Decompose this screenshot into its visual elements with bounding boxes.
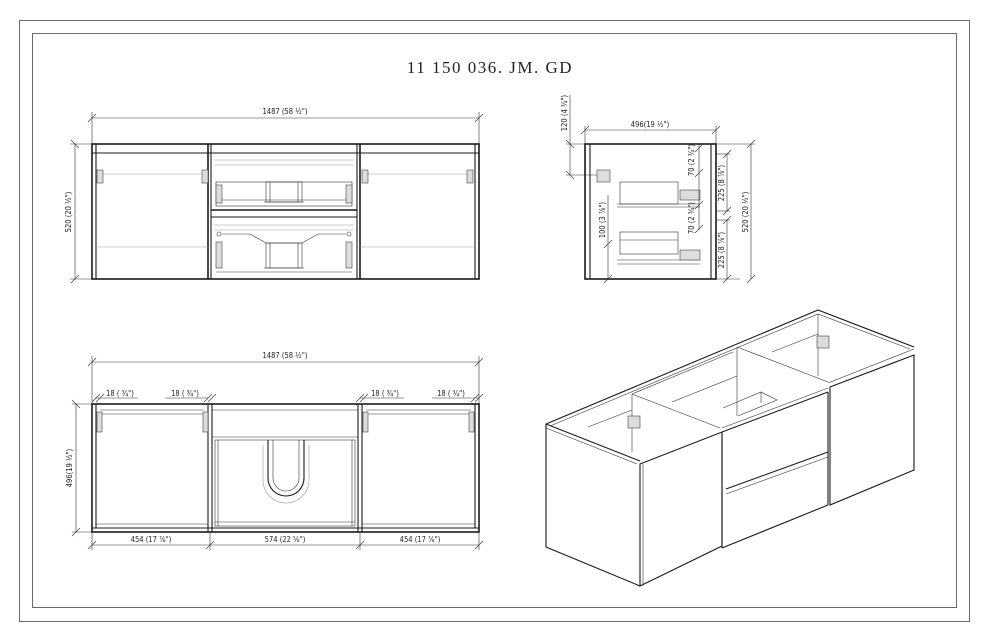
side-drawer-gap-top-dim: 70 (2 ¾") — [687, 144, 696, 176]
plan-section-dim-left: 454 (17 ⅞") — [131, 535, 172, 544]
plan-width-dim: 1487 (58 ½") — [263, 351, 308, 360]
sheet-inner-border — [32, 33, 957, 608]
drawing-title: 11 150 036. JM. GD — [406, 58, 574, 77]
side-drawer-gap-mid-dim: 70 (2 ¾") — [687, 202, 696, 234]
sheet-outer-border — [19, 20, 970, 622]
isometric-view — [545, 309, 915, 587]
plan-panel-dim-3: 18 ( ¾") — [371, 389, 399, 398]
front-view: 1487 (58 ½") 520 (20 ½") — [64, 107, 484, 284]
plan-panel-dim-2: 18 ( ¾") — [171, 389, 199, 398]
side-drawer-height-bottom-dim: 225 (8 ⅞") — [717, 231, 726, 268]
side-height-dim: 520 (20 ½") — [741, 191, 750, 232]
side-drawer-height-top-dim: 225 (8 ⅞") — [717, 164, 726, 201]
plan-view: 1487 (58 ½") 18 ( ¾") 18 ( ¾") 18 ( ¾") … — [65, 351, 484, 550]
plan-panel-dim-4: 18 ( ¾") — [437, 389, 465, 398]
side-depth-dim: 496(19 ½") — [631, 120, 670, 129]
side-top-offset-dim: 120 (4 ¾") — [560, 94, 569, 131]
plan-section-dim-center: 574 (22 ⅝") — [265, 535, 306, 544]
plan-section-dim-right: 454 (17 ⅞") — [400, 535, 441, 544]
side-view: 496(19 ½") 120 (4 ¾") — [560, 94, 756, 284]
side-bottom-offset-dim: 100 (3 ⅞") — [598, 201, 607, 238]
front-width-dim: 1487 (58 ½") — [263, 107, 308, 116]
plan-depth-dim: 496(19 ½") — [65, 448, 74, 487]
front-height-dim: 520 (20 ½") — [64, 191, 73, 232]
plan-panel-dim-1: 18 ( ¾") — [106, 389, 134, 398]
